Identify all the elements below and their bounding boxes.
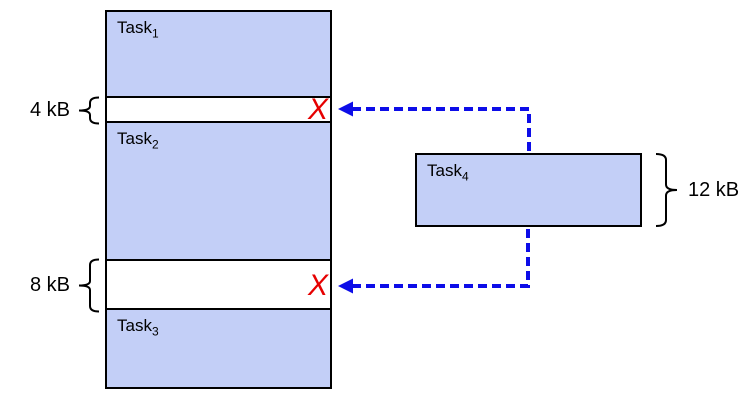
task4-block: Task4 [415, 153, 642, 227]
memory-column: Task1 Task2 Task3 [105, 10, 332, 389]
task2-label: Task2 [117, 129, 159, 152]
task1-label: Task1 [117, 18, 159, 41]
gap2-brace-icon [78, 258, 100, 313]
task3-label: Task3 [117, 316, 159, 339]
task4-label: Task4 [427, 161, 469, 184]
task1-block: Task1 [107, 12, 330, 98]
rejection-x-icon-gap1: X [307, 93, 328, 126]
task4-size-label: 12 kB [688, 179, 740, 201]
free-gap2 [107, 261, 330, 310]
gap1-brace-icon [78, 96, 100, 125]
arrowhead-gap1-icon [338, 101, 353, 117]
task4-brace-icon [655, 153, 678, 227]
gap2-size-label: 8 kB [29, 274, 70, 296]
free-gap1 [107, 98, 330, 123]
arrowhead-gap2-icon [338, 278, 353, 294]
task3-block: Task3 [107, 310, 330, 387]
rejection-x-icon-gap2: X [307, 269, 328, 302]
arrow-task4-to-gap2 [352, 229, 530, 288]
gap1-size-label: 4 kB [29, 99, 70, 121]
arrow-task4-to-gap1 [352, 107, 531, 151]
task2-block: Task2 [107, 123, 330, 261]
